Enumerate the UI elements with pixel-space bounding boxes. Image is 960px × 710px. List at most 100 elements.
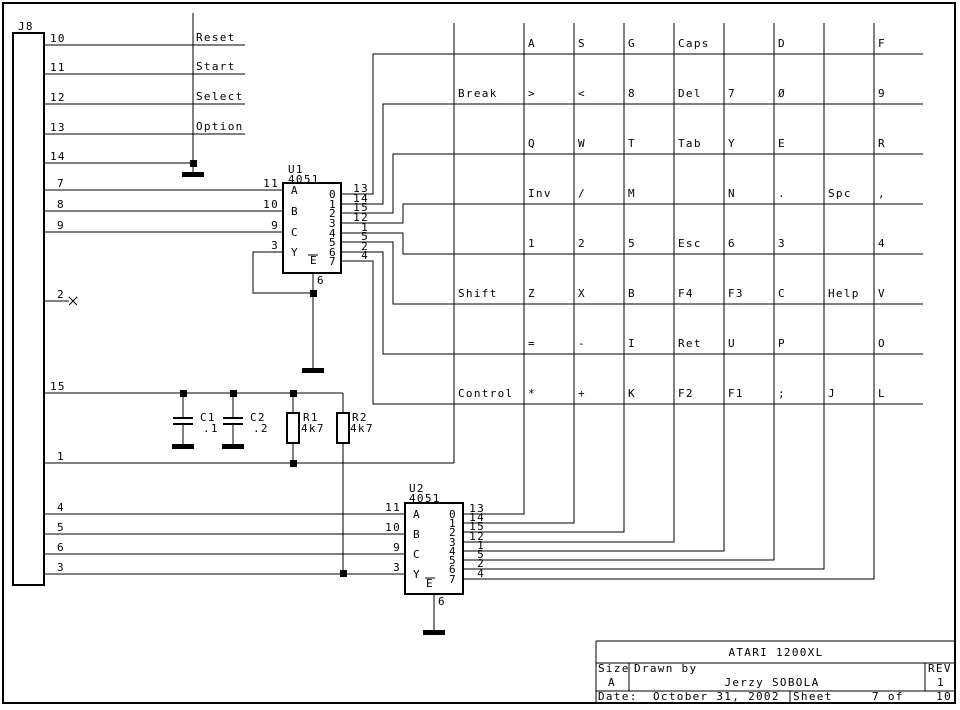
u1-part-number: 4051 — [288, 173, 320, 186]
connector-pin-wires — [44, 44, 454, 575]
u1-output-pin-number: 2 — [361, 240, 369, 253]
matrix-key-label: / — [578, 187, 586, 200]
matrix-key-label: C — [778, 287, 786, 300]
u2-output-pin-number: 12 — [469, 530, 485, 543]
u1-output-channel: 0 — [329, 188, 337, 201]
title-block-title: ATARI 1200XL — [728, 646, 823, 659]
matrix-key-label: O — [878, 337, 886, 350]
connector-pin-number: 11 — [50, 61, 66, 74]
matrix-key-label: * — [528, 387, 536, 400]
u1-input-pin-number: 9 — [271, 219, 279, 232]
u1-refdes: U1 — [288, 163, 304, 176]
matrix-key-label: 3 — [778, 237, 786, 250]
u2-enable-pin-number: 6 — [438, 595, 446, 608]
component-refdes: C1 — [200, 411, 216, 424]
connector-refdes: J8 — [18, 20, 34, 33]
matrix-key-label: D — [778, 37, 786, 50]
u2-input-name: C — [413, 548, 421, 561]
junction-dots — [180, 160, 347, 577]
u1-output-pin-number: 4 — [361, 249, 369, 262]
u1-enable-name: E — [310, 254, 318, 267]
u1-input-name: A — [291, 184, 299, 197]
connector-pin-number: 14 — [50, 150, 66, 163]
u2-output-channel: 4 — [449, 545, 457, 558]
matrix-key-label: M — [628, 187, 636, 200]
matrix-key-label: - — [578, 337, 586, 350]
u1-output-pin-number: 14 — [353, 192, 369, 205]
connector-pin-number: 6 — [57, 541, 65, 554]
connector-pin-number: 8 — [57, 198, 65, 211]
matrix-key-label: 9 — [878, 87, 886, 100]
matrix-key-label: 4 — [878, 237, 886, 250]
connector-pin-number: 3 — [57, 561, 65, 574]
u1-wires — [252, 53, 923, 405]
u2-input-pin-number: 3 — [393, 561, 401, 574]
matrix-key-label: Ret — [678, 337, 702, 350]
matrix-key-label: Del — [678, 87, 702, 100]
u1-input-pin-number: 10 — [263, 198, 279, 211]
u2-output-pin-number: 14 — [469, 511, 485, 524]
matrix-key-label: Ø — [778, 87, 786, 100]
u2-output-pin-number: 4 — [477, 567, 485, 580]
matrix-key-label: F4 — [678, 287, 694, 300]
size-label: Size — [598, 662, 630, 675]
matrix-key-label: Y — [728, 137, 736, 150]
row-wire-4 — [341, 203, 923, 224]
u2-input-pin-number: 11 — [385, 501, 401, 514]
matrix-key-label: + — [578, 387, 586, 400]
component-value: 4k7 — [350, 422, 374, 435]
column-wire-8 — [463, 23, 825, 570]
console-key-label: Option — [196, 120, 244, 133]
u2-enable-name: E — [426, 577, 434, 590]
u1-input-pin-number: 3 — [271, 239, 279, 252]
u2-output-pin-number: 5 — [477, 548, 485, 561]
u2-input-name: A — [413, 508, 421, 521]
component-refdes: R2 — [352, 411, 368, 424]
matrix-key-label: X — [578, 287, 586, 300]
u2-output-pin-number: 1 — [477, 539, 485, 552]
matrix-key-label: Q — [528, 137, 536, 150]
matrix-key-label: , — [878, 187, 886, 200]
connector-pin-number: 9 — [57, 219, 65, 232]
u2-output-channel: 1 — [449, 517, 457, 530]
matrix-key-label: 1 — [528, 237, 536, 250]
u1-output-channel: 6 — [329, 246, 337, 259]
matrix-key-label: T — [628, 137, 636, 150]
size-value: A — [608, 676, 616, 689]
connector-pin-number: 2 — [57, 288, 65, 301]
matrix-key-label: Spc — [828, 187, 852, 200]
column-wire-5 — [463, 23, 675, 543]
connector-j8-body — [12, 32, 45, 586]
capacitor-c1 — [173, 393, 193, 444]
connector-pin-number: 12 — [50, 91, 66, 104]
matrix-key-label: Esc — [678, 237, 702, 250]
u1-enable-pin-number: 6 — [317, 274, 325, 287]
u1-output-channel: 3 — [329, 217, 337, 230]
row-wire-3 — [341, 153, 923, 214]
matrix-key-label: 6 — [728, 237, 736, 250]
matrix-key-label: Break — [458, 87, 498, 100]
u1-output-channel: 1 — [329, 198, 337, 211]
rev-value: 1 — [937, 676, 945, 689]
connector-pin-number: 15 — [50, 380, 66, 393]
component-value: 4k7 — [301, 422, 325, 435]
matrix-key-label: ; — [778, 387, 786, 400]
row-wire-7 — [341, 251, 923, 355]
matrix-key-label: Tab — [678, 137, 702, 150]
u1-input-name: Y — [291, 246, 299, 259]
u1-output-channel: 4 — [329, 227, 337, 240]
matrix-key-label: Control — [458, 387, 513, 400]
u2-output-pin-number: 15 — [469, 520, 485, 533]
column-wire-4 — [463, 23, 625, 533]
resistor-r2 — [336, 393, 350, 574]
matrix-key-label: N — [728, 187, 736, 200]
connector-pin-number: 10 — [50, 32, 66, 45]
ground-icon — [172, 444, 194, 449]
ground-icon — [302, 368, 324, 373]
sheets-total: 10 — [936, 690, 952, 703]
connector-pin-number: 7 — [57, 177, 65, 190]
u1-output-pin-number: 1 — [361, 221, 369, 234]
u2-part-number: 4051 — [409, 492, 441, 505]
